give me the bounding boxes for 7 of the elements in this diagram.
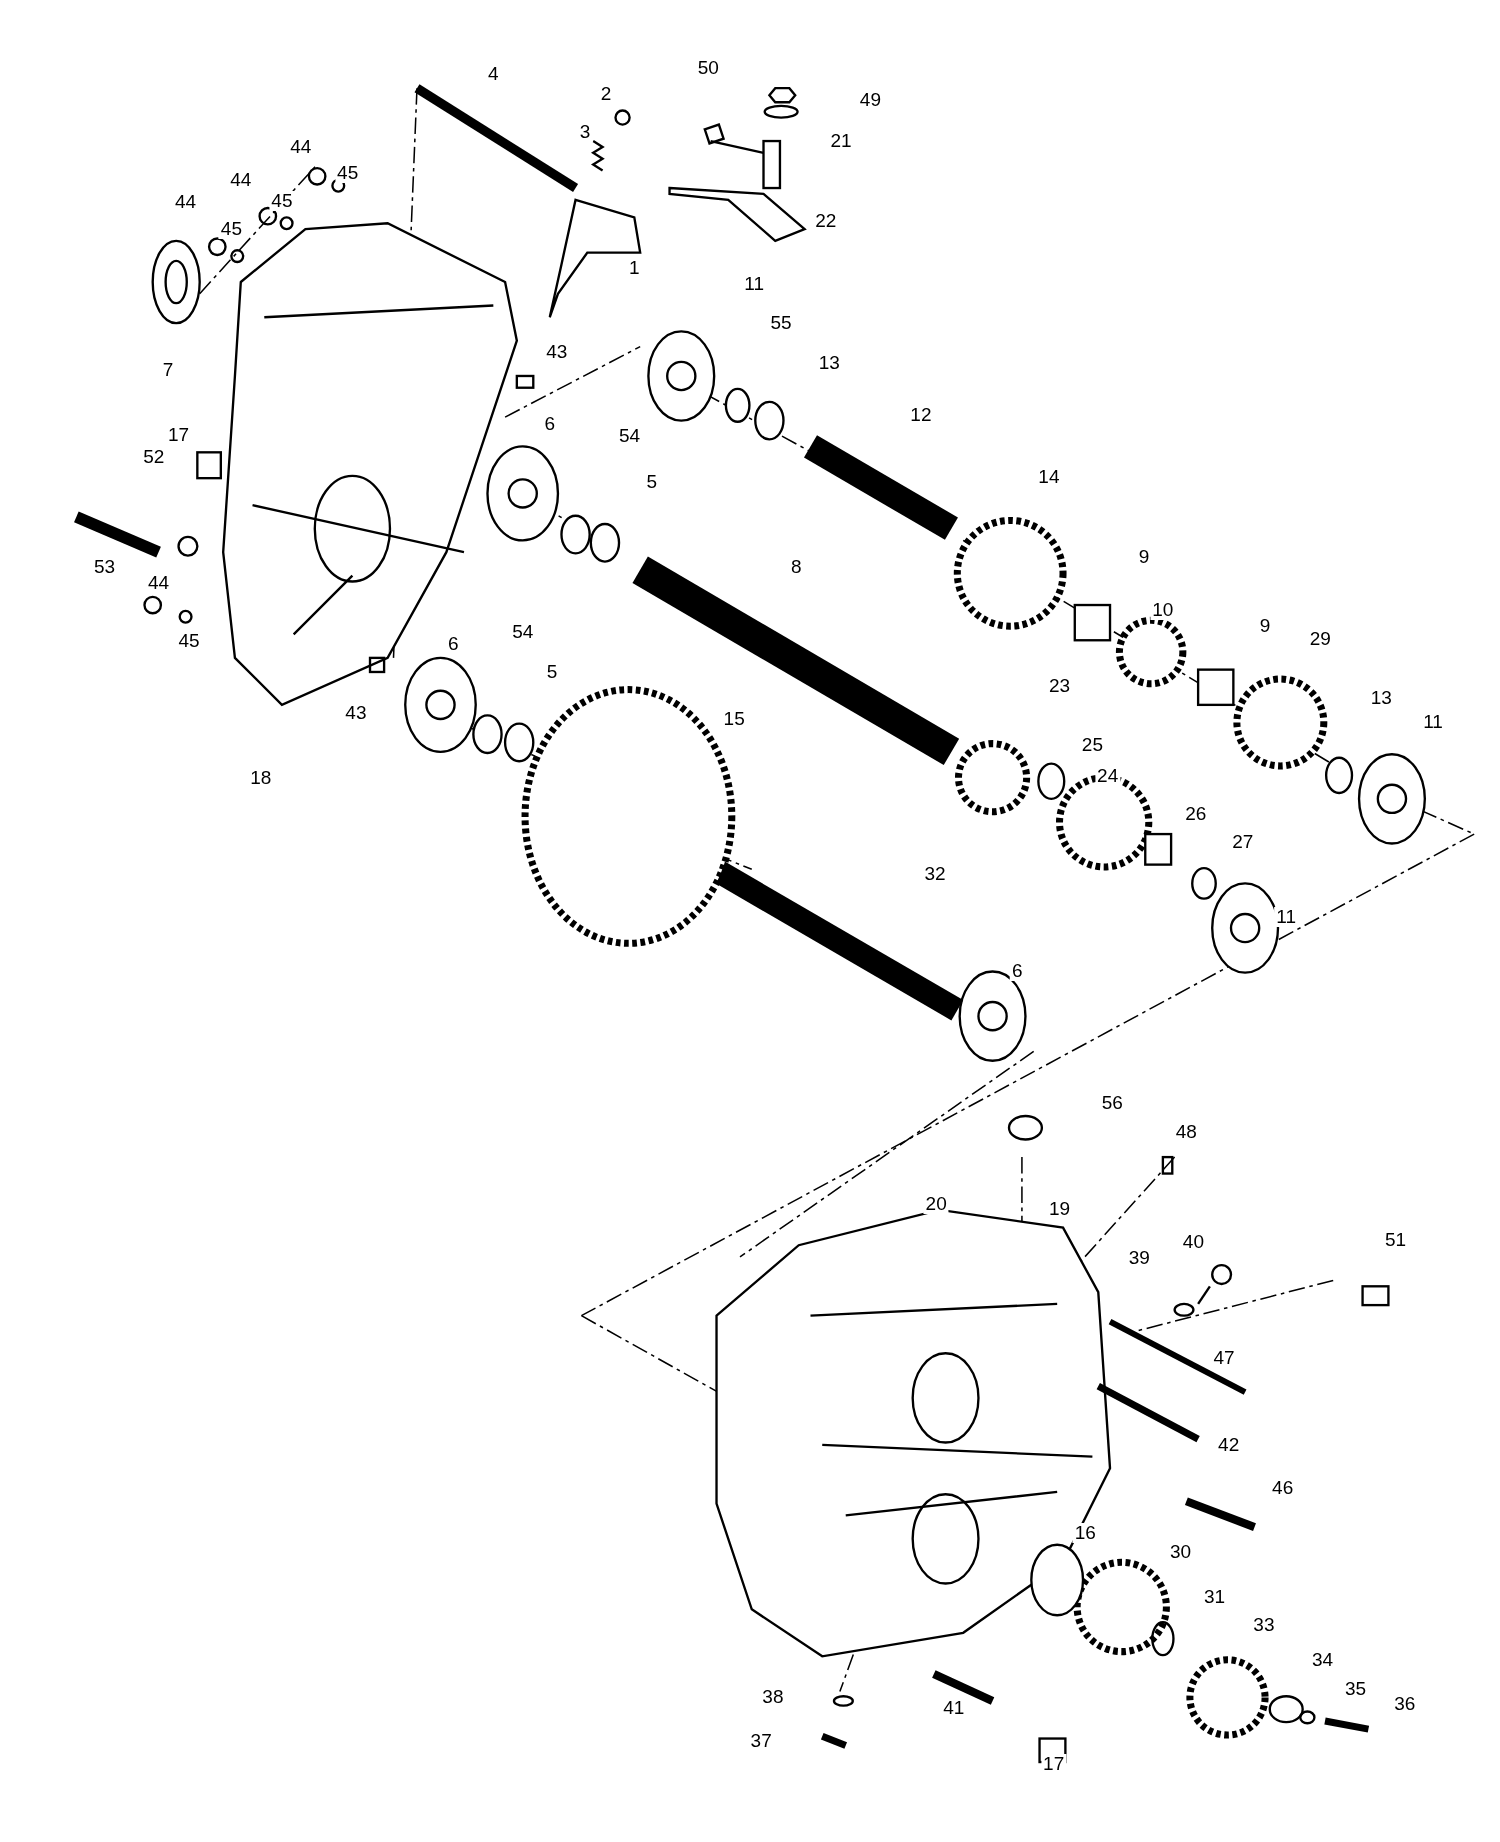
callout-number: 24 (1095, 766, 1121, 787)
callout-number: 16 (1072, 1522, 1098, 1543)
callout-number: 45 (218, 219, 244, 240)
callout-number: 6 (1009, 961, 1025, 982)
callout-number: 11 (1274, 907, 1299, 928)
callout-number: 45 (269, 190, 295, 211)
callout-number: 20 (923, 1194, 949, 1214)
